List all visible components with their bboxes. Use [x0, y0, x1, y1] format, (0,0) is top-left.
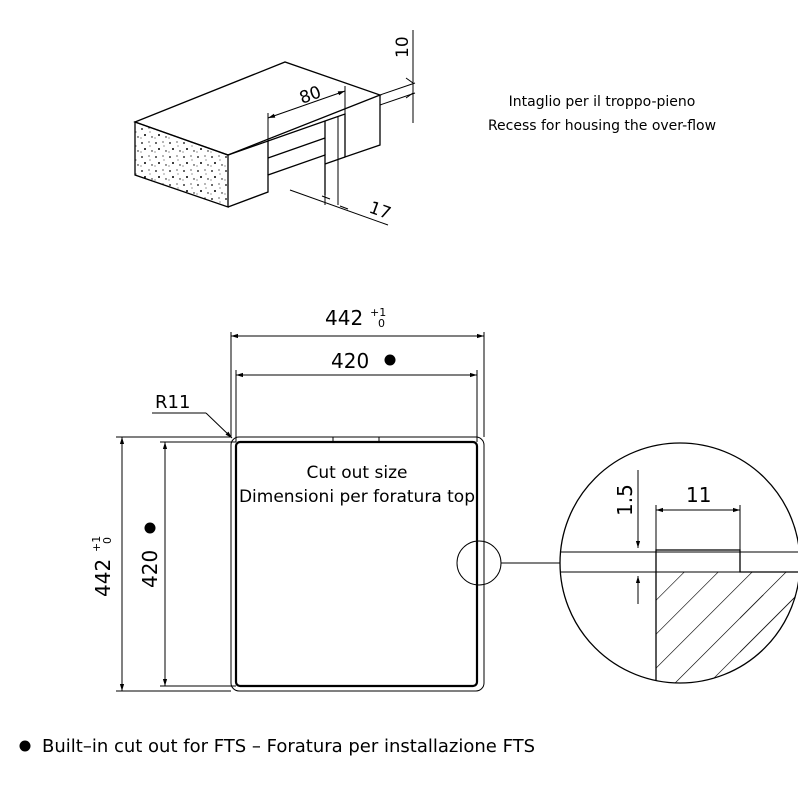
dim-80-label: 80: [297, 83, 324, 109]
dim-17-label: 17: [366, 198, 393, 224]
left-inner-dim: 420: [138, 550, 162, 588]
outer-cutout-outline: [230, 436, 485, 692]
overflow-note: Intaglio per il troppo-pieno Recess for …: [452, 90, 752, 138]
legend-text: Built–in cut out for FTS – Foratura per …: [42, 736, 535, 757]
left-outer-tol-lower: 0: [101, 537, 114, 544]
overflow-label-en: Recess for housing the over-flow: [487, 118, 717, 134]
cutout-plan: 442 +1 0 420 442 +1 0 420 R11 Cut out si…: [90, 306, 560, 692]
cutout-title-en: Cut out size: [307, 463, 408, 483]
block-cut-face: [134, 121, 229, 208]
svg-text:442: 442: [325, 306, 363, 330]
edge-detail-magnified: 11 1.5: [559, 442, 798, 684]
top-inner-dim: 420: [331, 349, 369, 373]
edge-thickness-dim: 1.5: [613, 484, 637, 516]
legend-dot: [19, 740, 31, 752]
radius-label: R11: [155, 392, 190, 413]
left-outer-dim: 442: [91, 559, 115, 597]
edge-width-dim: 11: [686, 483, 711, 507]
left-outer-tol-upper: +1: [90, 536, 103, 552]
fts-dot-top: [384, 354, 396, 366]
cutout-title-it: Dimensioni per foratura top: [239, 487, 475, 507]
detail-callout-circle: [456, 540, 502, 586]
dim-10-label: 10: [393, 36, 413, 58]
overflow-recess-iso: 80 10 17: [133, 30, 416, 226]
overflow-label-it: Intaglio per il troppo-pieno: [508, 94, 696, 110]
fts-dot-left: [144, 522, 156, 534]
top-outer-tol-lower: 0: [378, 317, 385, 330]
inner-cutout-outline: [234, 440, 479, 688]
top-outer-tol-upper: +1: [370, 306, 386, 319]
top-outer-dim: 442: [325, 306, 363, 330]
magnified-circle: [559, 442, 798, 684]
